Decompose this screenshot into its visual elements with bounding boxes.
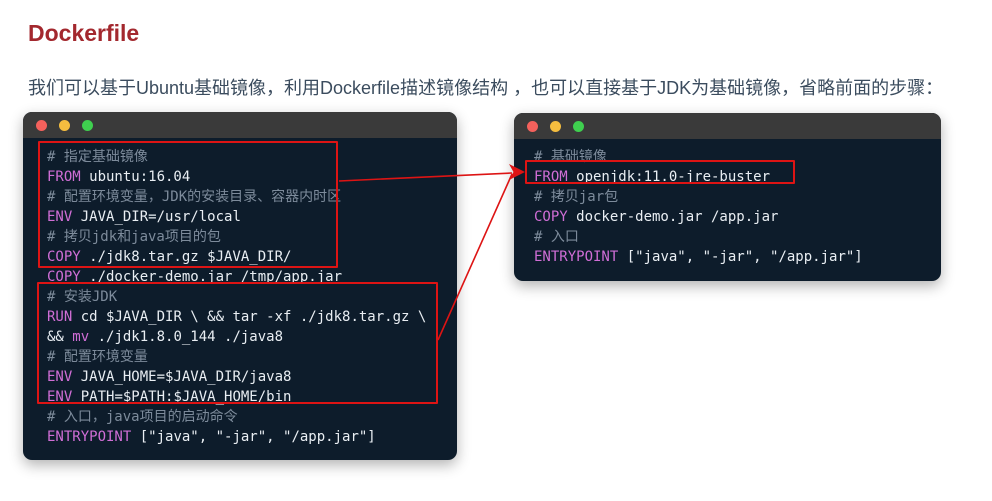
code-text: docker-demo.jar /app.jar <box>567 209 779 225</box>
code-line: FROM ubuntu:16.04 <box>47 167 451 187</box>
code-line: # 拷贝jdk和java项目的包 <box>47 227 451 247</box>
code-line: # 拷贝jar包 <box>534 187 935 207</box>
code-text: ./jdk8.tar.gz $JAVA_DIR/ <box>80 249 292 265</box>
code-line: ENTRYPOINT ["java", "-jar", "/app.jar"] <box>47 427 451 447</box>
code-line: COPY ./jdk8.tar.gz $JAVA_DIR/ <box>47 247 451 267</box>
code-text: && <box>47 329 73 345</box>
code-keyword: COPY <box>534 209 568 225</box>
code-comment: # 入口 <box>534 229 579 245</box>
code-text: ubuntu:16.04 <box>80 169 191 185</box>
code-line: FROM openjdk:11.0-jre-buster <box>534 167 935 187</box>
code-line: # 安装JDK <box>47 287 451 307</box>
code-text: openjdk:11.0-jre-buster <box>567 169 771 185</box>
code-keyword: ENTRYPOINT <box>47 429 132 445</box>
code-comment: # 配置环境变量 <box>47 349 148 365</box>
code-line: # 指定基础镜像 <box>47 147 451 167</box>
code-line: ENV JAVA_DIR=/usr/local <box>47 207 451 227</box>
code-keyword: FROM <box>534 169 568 185</box>
code-keyword: ENV <box>47 209 73 225</box>
code-comment: # 拷贝jdk和java项目的包 <box>47 229 221 245</box>
code-comment: # 拷贝jar包 <box>534 189 619 205</box>
code-text: PATH=$PATH:$JAVA_HOME/bin <box>72 389 292 405</box>
code-keyword: COPY <box>47 249 81 265</box>
code-line: # 配置环境变量，JDK的安装目录、容器内时区 <box>47 187 451 207</box>
code-line: ENV JAVA_HOME=$JAVA_DIR/java8 <box>47 367 451 387</box>
close-icon <box>36 119 47 131</box>
code-text: JAVA_HOME=$JAVA_DIR/java8 <box>72 369 292 385</box>
code-comment: # 基础镜像 <box>534 149 607 165</box>
code-line: # 入口，java项目的启动命令 <box>47 407 451 427</box>
close-icon <box>527 120 538 132</box>
zoom-icon <box>82 119 93 131</box>
code-comment: # 指定基础镜像 <box>47 149 148 165</box>
code-line: COPY ./docker-demo.jar /tmp/app.jar <box>47 267 451 287</box>
code-line: RUN cd $JAVA_DIR \ && tar -xf ./jdk8.tar… <box>47 307 451 327</box>
minimize-icon <box>550 120 561 132</box>
dockerfile-code-ubuntu: # 指定基础镜像 FROM ubuntu:16.04 # 配置环境变量，JDK的安装… <box>23 138 457 447</box>
dockerfile-code-openjdk: # 基础镜像 FROM openjdk:11.0-jre-buster # 拷贝ja… <box>514 139 941 267</box>
code-keyword: FROM <box>47 169 81 185</box>
ubuntu-dockerfile-window: # 指定基础镜像 FROM ubuntu:16.04 # 配置环境变量，JDK的安装… <box>23 112 457 460</box>
code-text: ./jdk1.8.0_144 ./java8 <box>89 329 284 345</box>
page-title: Dockerfile <box>28 20 140 46</box>
code-line: # 基础镜像 <box>534 147 935 167</box>
code-line: ENTRYPOINT ["java", "-jar", "/app.jar"] <box>534 247 935 267</box>
window-titlebar <box>514 113 941 139</box>
intro-text: 我们可以基于Ubuntu基础镜像，利用Dockerfile描述镜像结构 ，也可以… <box>28 78 944 98</box>
code-text: cd $JAVA_DIR \ && tar -xf ./jdk8.tar.gz … <box>72 309 427 325</box>
code-line: # 入口 <box>534 227 935 247</box>
minimize-icon <box>59 119 70 131</box>
code-keyword: RUN <box>47 309 73 325</box>
zoom-icon <box>573 120 584 132</box>
code-comment: # 配置环境变量，JDK的安装目录、容器内时区 <box>47 189 342 205</box>
code-keyword: ENTRYPOINT <box>534 249 619 265</box>
openjdk-dockerfile-window: # 基础镜像 FROM openjdk:11.0-jre-buster # 拷贝ja… <box>514 113 941 281</box>
code-keyword: mv <box>72 329 90 345</box>
code-line: COPY docker-demo.jar /app.jar <box>534 207 935 227</box>
code-text: ["java", "-jar", "/app.jar"] <box>618 249 863 265</box>
code-line: ENV PATH=$PATH:$JAVA_HOME/bin <box>47 387 451 407</box>
code-text: ["java", "-jar", "/app.jar"] <box>131 429 376 445</box>
window-titlebar <box>23 112 457 138</box>
code-keyword: ENV <box>47 369 73 385</box>
code-keyword: ENV <box>47 389 73 405</box>
code-comment: # 安装JDK <box>47 289 118 305</box>
code-line: && mv ./jdk1.8.0_144 ./java8 <box>47 327 451 347</box>
code-line: # 配置环境变量 <box>47 347 451 367</box>
code-text: JAVA_DIR=/usr/local <box>72 209 241 225</box>
code-comment: # 入口，java项目的启动命令 <box>47 409 238 425</box>
code-keyword: COPY <box>47 269 81 285</box>
code-text: ./docker-demo.jar /tmp/app.jar <box>80 269 343 285</box>
